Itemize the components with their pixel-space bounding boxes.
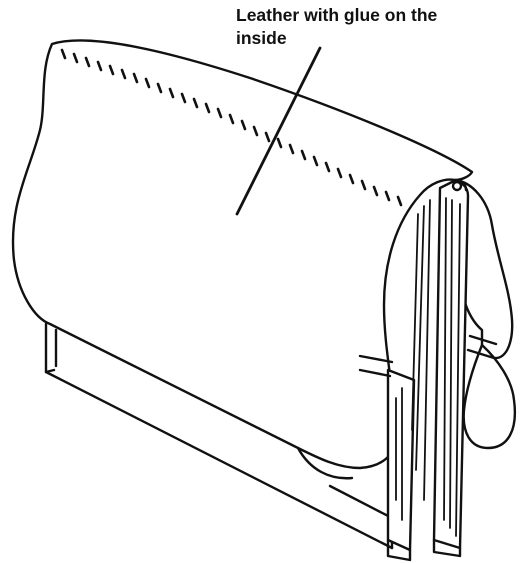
- callout-label: Leather with glue on the inside: [236, 4, 523, 50]
- callout-label-line2: inside: [236, 27, 523, 50]
- callout-label-line1: Leather with glue on the: [236, 4, 523, 27]
